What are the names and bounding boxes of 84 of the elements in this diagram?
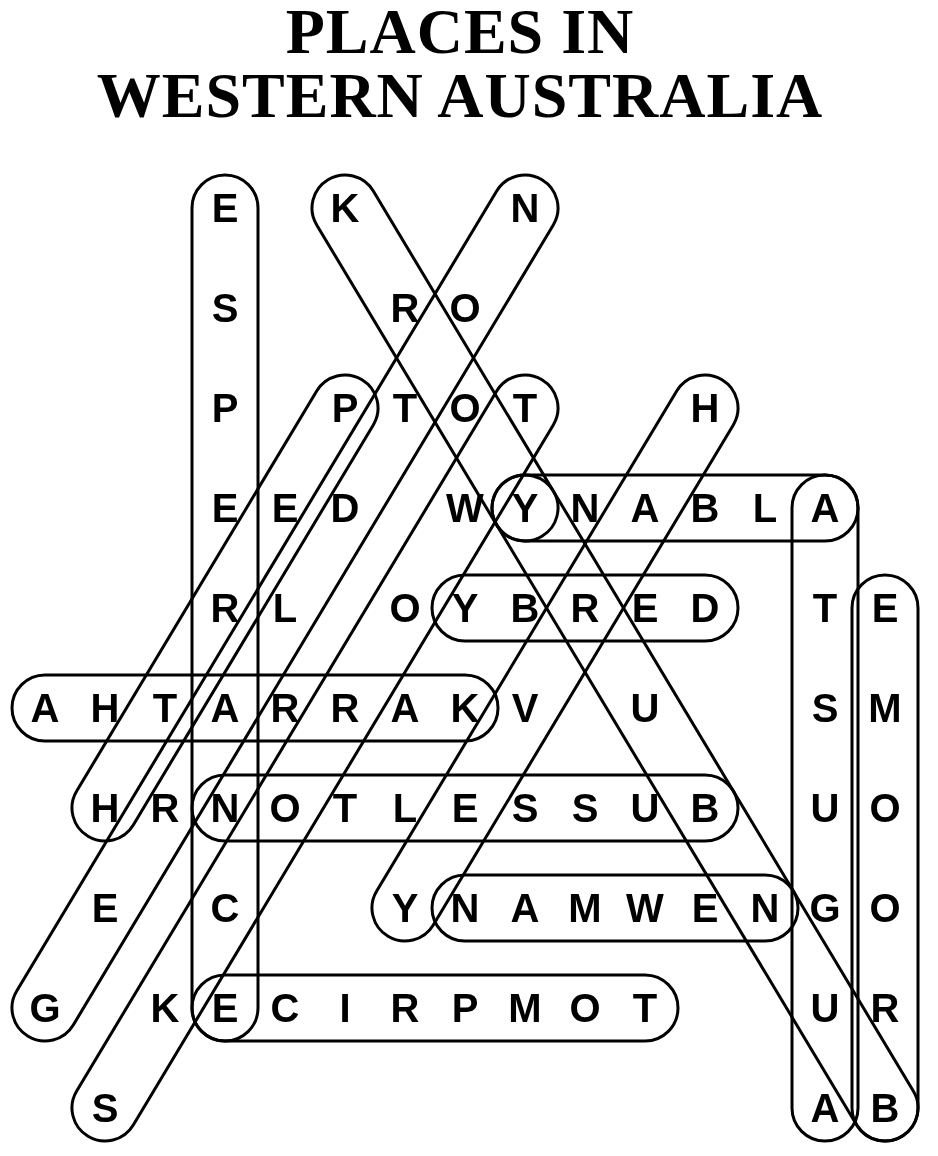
grid-letter: R [389, 285, 421, 332]
grid-letter: Y [510, 485, 540, 532]
grid-letter: I [338, 985, 352, 1032]
grid-letter: E [270, 485, 300, 532]
grid-letter: N [509, 185, 541, 232]
grid-letter: L [391, 785, 419, 832]
grid-letter: A [389, 685, 421, 732]
grid-letter: M [507, 985, 543, 1032]
grid-letter: O [448, 385, 482, 432]
grid-letter: A [809, 485, 841, 532]
grid-letter: C [209, 885, 241, 932]
grid-letter: T [391, 385, 419, 432]
grid-letter: L [751, 485, 779, 532]
grid-letter: E [690, 885, 720, 932]
grid-letter: R [149, 785, 181, 832]
grid-letter: N [209, 785, 241, 832]
grid-letter: D [329, 485, 361, 532]
grid-letter: C [269, 985, 301, 1032]
grid-letter: B [869, 1085, 901, 1132]
grid-letter: K [329, 185, 361, 232]
grid-letter: E [210, 985, 240, 1032]
grid-letter: E [210, 185, 240, 232]
grid-letter: O [388, 585, 422, 632]
grid-letter: A [629, 485, 661, 532]
grid-letter: L [271, 585, 299, 632]
grid-letter: B [509, 585, 541, 632]
grid-letter: B [689, 785, 721, 832]
grid-letter: K [149, 985, 181, 1032]
grid-letter: T [331, 785, 359, 832]
grid-letter: S [510, 785, 540, 832]
grid-letter: N [449, 885, 481, 932]
grid-letter: R [209, 585, 241, 632]
grid-letter: W [445, 485, 485, 532]
grid-letter: Y [450, 585, 480, 632]
grid-letter: R [329, 685, 361, 732]
grid-letter: S [570, 785, 600, 832]
grid-letter: D [689, 585, 721, 632]
grid-letter: R [569, 585, 601, 632]
grid-letter: P [210, 385, 240, 432]
grid-letter: Y [390, 885, 420, 932]
grid-letter: O [568, 985, 602, 1032]
grid-letter: A [209, 685, 241, 732]
grid-letter: O [268, 785, 302, 832]
grid-letter: S [90, 1085, 120, 1132]
grid-letter: A [509, 885, 541, 932]
grid-letter: E [210, 485, 240, 532]
grid-letter: R [869, 985, 901, 1032]
grid-letter: O [868, 885, 902, 932]
grid-letter: P [450, 985, 480, 1032]
grid-letter: E [630, 585, 660, 632]
grid-letter: S [810, 685, 840, 732]
grid-letter: O [448, 285, 482, 332]
grid-letter: A [809, 1085, 841, 1132]
grid-letter: H [689, 385, 721, 432]
grid-letter: T [631, 985, 659, 1032]
grid-letter: K [449, 685, 481, 732]
grid-letter: N [749, 885, 781, 932]
grid-letter: H [89, 685, 121, 732]
grid-letter: O [868, 785, 902, 832]
grid-letter: T [511, 385, 539, 432]
grid-letter: P [330, 385, 360, 432]
grid-letter: H [89, 785, 121, 832]
grid-letter: N [569, 485, 601, 532]
grid-letter: U [809, 985, 841, 1032]
grid-letter: U [629, 685, 661, 732]
grid-letter: G [28, 985, 62, 1032]
grid-letter: R [389, 985, 421, 1032]
grid-letter: V [510, 685, 540, 732]
grid-letter: E [90, 885, 120, 932]
puzzle-title: PLACES IN WESTERN AUSTRALIA [95, 0, 825, 128]
grid-letter: T [151, 685, 179, 732]
grid-letter: T [811, 585, 839, 632]
grid-letter: E [450, 785, 480, 832]
grid-letter: W [625, 885, 665, 932]
grid-letter: R [269, 685, 301, 732]
grid-letter: U [629, 785, 661, 832]
grid-letter: B [689, 485, 721, 532]
grid-letter: E [870, 585, 900, 632]
grid-letter: A [29, 685, 61, 732]
grid-letter: M [867, 685, 903, 732]
grid-letter: G [808, 885, 842, 932]
grid-letter: M [567, 885, 603, 932]
grid-letter: S [210, 285, 240, 332]
grid-letter: U [809, 785, 841, 832]
